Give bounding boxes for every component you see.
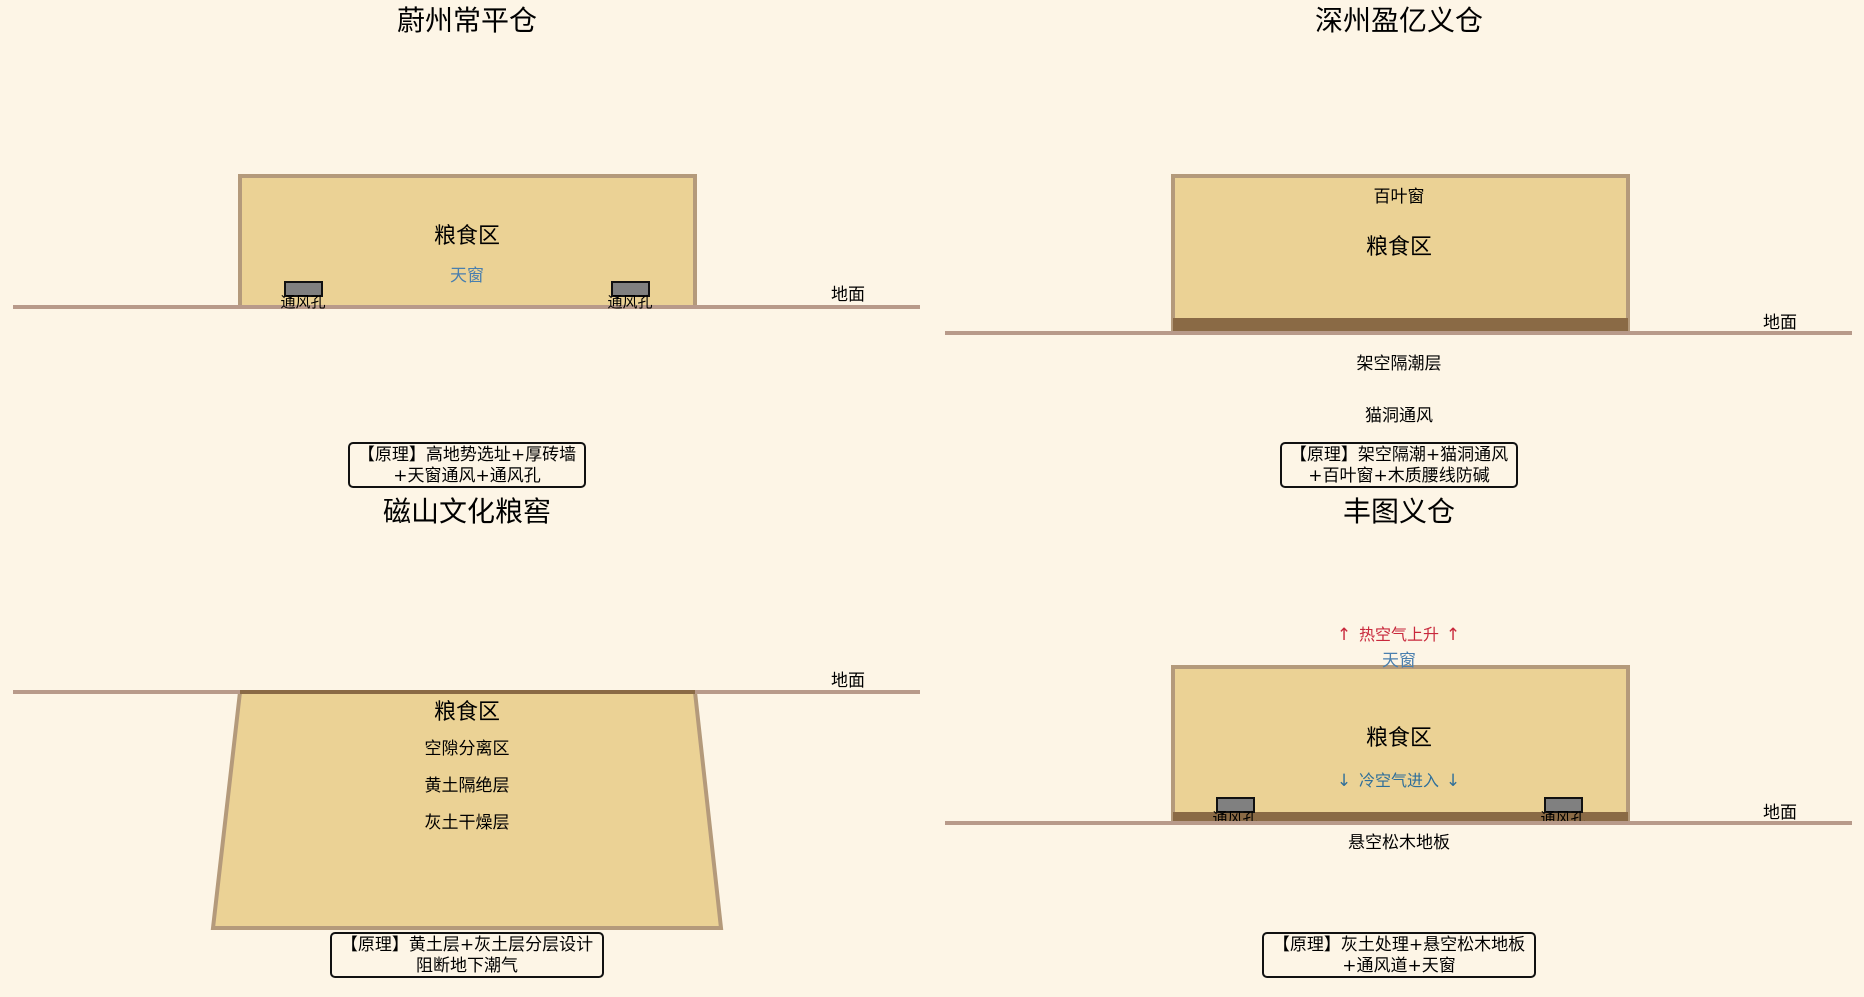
layer-label-lime: 灰土干燥层 xyxy=(425,813,510,833)
granary-body xyxy=(1171,174,1630,335)
vent-left xyxy=(1216,797,1255,813)
vent-label-left: 通风孔 xyxy=(280,293,325,311)
layer-label-loess: 黄土隔绝层 xyxy=(425,776,510,796)
grain-area-label: 粮食区 xyxy=(434,224,500,249)
layer-label-gap: 空隙分离区 xyxy=(425,739,510,759)
raised-layer-label: 架空隔潮层 xyxy=(1357,354,1442,374)
panel-title: 磁山文化粮窖 xyxy=(383,495,551,528)
cathole-label: 猫洞通风 xyxy=(1365,406,1433,426)
vent-right xyxy=(1544,797,1583,813)
ground-label: 地面 xyxy=(1763,803,1797,823)
panel-cishan: 磁山文化粮窖 地面 粮食区 空隙分离区 黄土隔绝层 灰土干燥层 【原理】黄土层+… xyxy=(13,495,920,978)
cold-air-arrow-right: ↓ xyxy=(1446,771,1460,791)
grain-area-label: 粮食区 xyxy=(434,700,500,725)
raised-floor-layer xyxy=(1173,318,1628,333)
hot-air-label: 热空气上升 xyxy=(1359,625,1439,644)
principle-box xyxy=(348,442,586,488)
panel-shenzhou: 深州盈亿义仓 百叶窗 粮食区 地面 架空隔潮层 猫洞通风 【原理】架空隔潮+猫洞… xyxy=(945,4,1852,488)
principle-line-1: 【原理】灰土处理+悬空松木地板 xyxy=(1273,935,1525,955)
skylight-label: 天窗 xyxy=(1382,651,1416,671)
floor-label: 悬空松木地板 xyxy=(1348,833,1450,853)
ground-label: 地面 xyxy=(831,671,865,691)
pine-floor xyxy=(1173,812,1628,823)
hot-air-arrow-right: ↑ xyxy=(1446,625,1460,645)
vent-label-right: 通风孔 xyxy=(607,293,652,311)
louver-window-label: 百叶窗 xyxy=(1374,187,1425,207)
principle-line-1: 【原理】高地势选址+厚砖墙 xyxy=(358,445,576,465)
principle-box xyxy=(330,932,604,978)
panel-title: 蔚州常平仓 xyxy=(397,4,537,37)
ground-label: 地面 xyxy=(1763,313,1797,333)
principle-line-1: 【原理】黄土层+灰土层分层设计 xyxy=(341,935,593,955)
panel-title: 深州盈亿义仓 xyxy=(1315,4,1483,37)
principle-line-2: +百叶窗+木质腰线防碱 xyxy=(1308,466,1490,486)
principle-line-2: +天窗通风+通风孔 xyxy=(393,466,541,486)
ground-label: 地面 xyxy=(831,285,865,305)
principle-line-2: 阻断地下潮气 xyxy=(416,956,518,976)
grain-area-label: 粮食区 xyxy=(1366,235,1432,260)
cold-air-label: 冷空气进入 xyxy=(1359,771,1439,790)
panel-title: 丰图义仓 xyxy=(1343,495,1455,528)
grain-area-label: 粮食区 xyxy=(1366,726,1432,751)
principle-box xyxy=(1262,932,1536,978)
principle-line-2: +通风道+天窗 xyxy=(1342,956,1456,976)
hot-air-arrow-left: ↑ xyxy=(1337,625,1351,645)
vent-left xyxy=(284,281,323,297)
vent-right xyxy=(611,281,650,297)
granary-pit xyxy=(210,690,724,930)
principle-line-1: 【原理】架空隔潮+猫洞通风 xyxy=(1290,445,1508,465)
panel-fengtu: 丰图义仓 ↑ 热空气上升 ↑ 天窗 粮食区 ↓ 冷空气进入 ↓ 通风孔 通风孔 … xyxy=(945,495,1852,978)
principle-box xyxy=(1280,442,1518,488)
skylight-label: 天窗 xyxy=(450,266,484,286)
cold-air-arrow-left: ↓ xyxy=(1337,771,1351,791)
panel-weizhou: 蔚州常平仓 粮食区 天窗 通风孔 通风孔 地面 【原理】高地势选址+厚砖墙 +天… xyxy=(13,4,920,488)
